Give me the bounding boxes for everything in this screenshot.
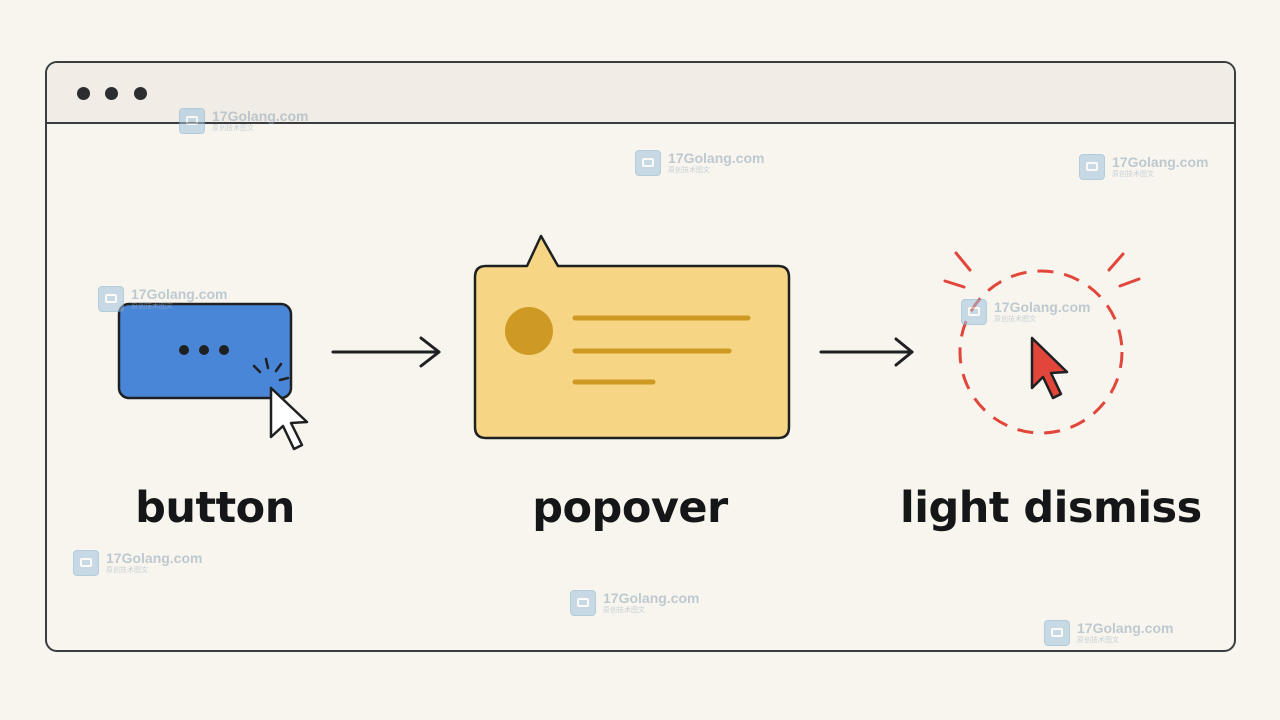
step-label-light-dismiss: light dismiss [900,483,1202,533]
step-label-button: button [135,483,295,533]
window-dot-icon [77,87,90,100]
light-dismiss-illustration [943,251,1141,435]
pointer-cursor-icon [269,386,309,451]
step-label-popover: popover [532,483,728,533]
avatar-icon [505,307,553,355]
red-cursor-icon [1030,336,1069,400]
arrow-right-icon [819,337,914,367]
more-dots-icon [179,345,229,355]
window-dot-icon [105,87,118,100]
arrow-right-icon [331,336,441,368]
button-illustration [117,302,309,451]
window-titlebar [47,63,1234,124]
click-burst-icon [943,251,1141,289]
popover-card [473,234,791,440]
dismiss-area-ring [958,269,1124,435]
popover-illustration [473,234,791,440]
click-burst-icon [252,357,290,382]
window-dot-icon [134,87,147,100]
